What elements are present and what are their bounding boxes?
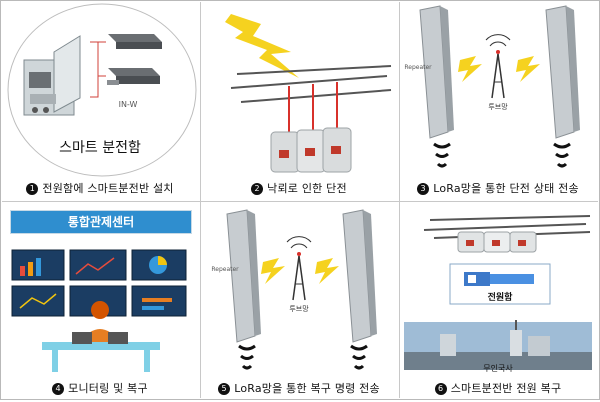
step-number: 3: [417, 183, 430, 195]
divider: [2, 201, 598, 202]
tower-label: 투브망: [289, 305, 309, 313]
install-illustration: [7, 3, 197, 177]
breaker-unit-icon: [457, 231, 537, 253]
panel-monitoring: 통합관제센터: [2, 202, 198, 402]
repeater-icon: [419, 5, 454, 139]
repeater-label: Repeater: [404, 64, 432, 71]
repeater-icon: [545, 5, 580, 139]
lightning-bolt-icon: [261, 258, 285, 284]
tower-label: 투브망: [488, 103, 508, 111]
divider: [200, 2, 201, 398]
power-box-label: 전원함: [487, 293, 513, 303]
lora-illustration: [419, 5, 580, 168]
caption-text: 전원함에 스마트분전반 설치: [42, 182, 174, 195]
divider: [399, 2, 400, 398]
lightning-bolt-icon: [458, 56, 482, 82]
caption-text: LoRa망을 통한 복구 명령 전송: [234, 382, 380, 395]
step-number: 2: [251, 183, 264, 195]
repeater-icon: [226, 209, 261, 343]
smart-panel-device-icon: [107, 68, 160, 85]
caption-text: 낙뢰로 인한 단전: [267, 182, 347, 195]
lightning-illustration: [225, 14, 392, 173]
station-building-icon: [404, 320, 592, 370]
step-number: 6: [434, 383, 447, 395]
smart-panel-device-icon: [108, 34, 162, 49]
monitoring-illustration: [11, 249, 187, 372]
signal-waves-icon: [350, 344, 368, 370]
smart-box-title: 스마트 분전함: [59, 140, 141, 156]
breaker-unit-icon: [270, 127, 352, 173]
lightning-bolt-icon: [315, 258, 339, 284]
step-number: 4: [52, 383, 65, 395]
signal-waves-icon: [238, 344, 256, 370]
control-center-title: 통합관제센터: [10, 210, 192, 234]
power-box-icon: [464, 272, 534, 286]
step-number: 5: [218, 383, 231, 395]
desk-icon: [42, 332, 160, 372]
open-enclosure-icon: [23, 35, 81, 116]
device-label: IN-W: [118, 100, 138, 109]
repeater-icon: [342, 209, 377, 343]
step-number: 1: [26, 183, 39, 195]
lightning-bolt-icon: [225, 14, 299, 78]
tower-icon: [485, 34, 511, 99]
tower-icon: [286, 236, 312, 301]
lightning-bolt-icon: [516, 56, 540, 82]
lora-illustration: [226, 209, 377, 370]
restore-illustration: [404, 215, 592, 370]
caption-text: 스마트분전반 전원 복구: [450, 382, 562, 395]
repeater-label: Repeater: [211, 266, 239, 273]
caption-text: LoRa망을 통한 단전 상태 전송: [433, 182, 579, 195]
signal-waves-icon: [553, 142, 571, 168]
signal-waves-icon: [433, 142, 451, 168]
caption-text: 모니터링 및 복구: [68, 382, 148, 395]
unmanned-station-label: 무인국사: [483, 364, 513, 373]
